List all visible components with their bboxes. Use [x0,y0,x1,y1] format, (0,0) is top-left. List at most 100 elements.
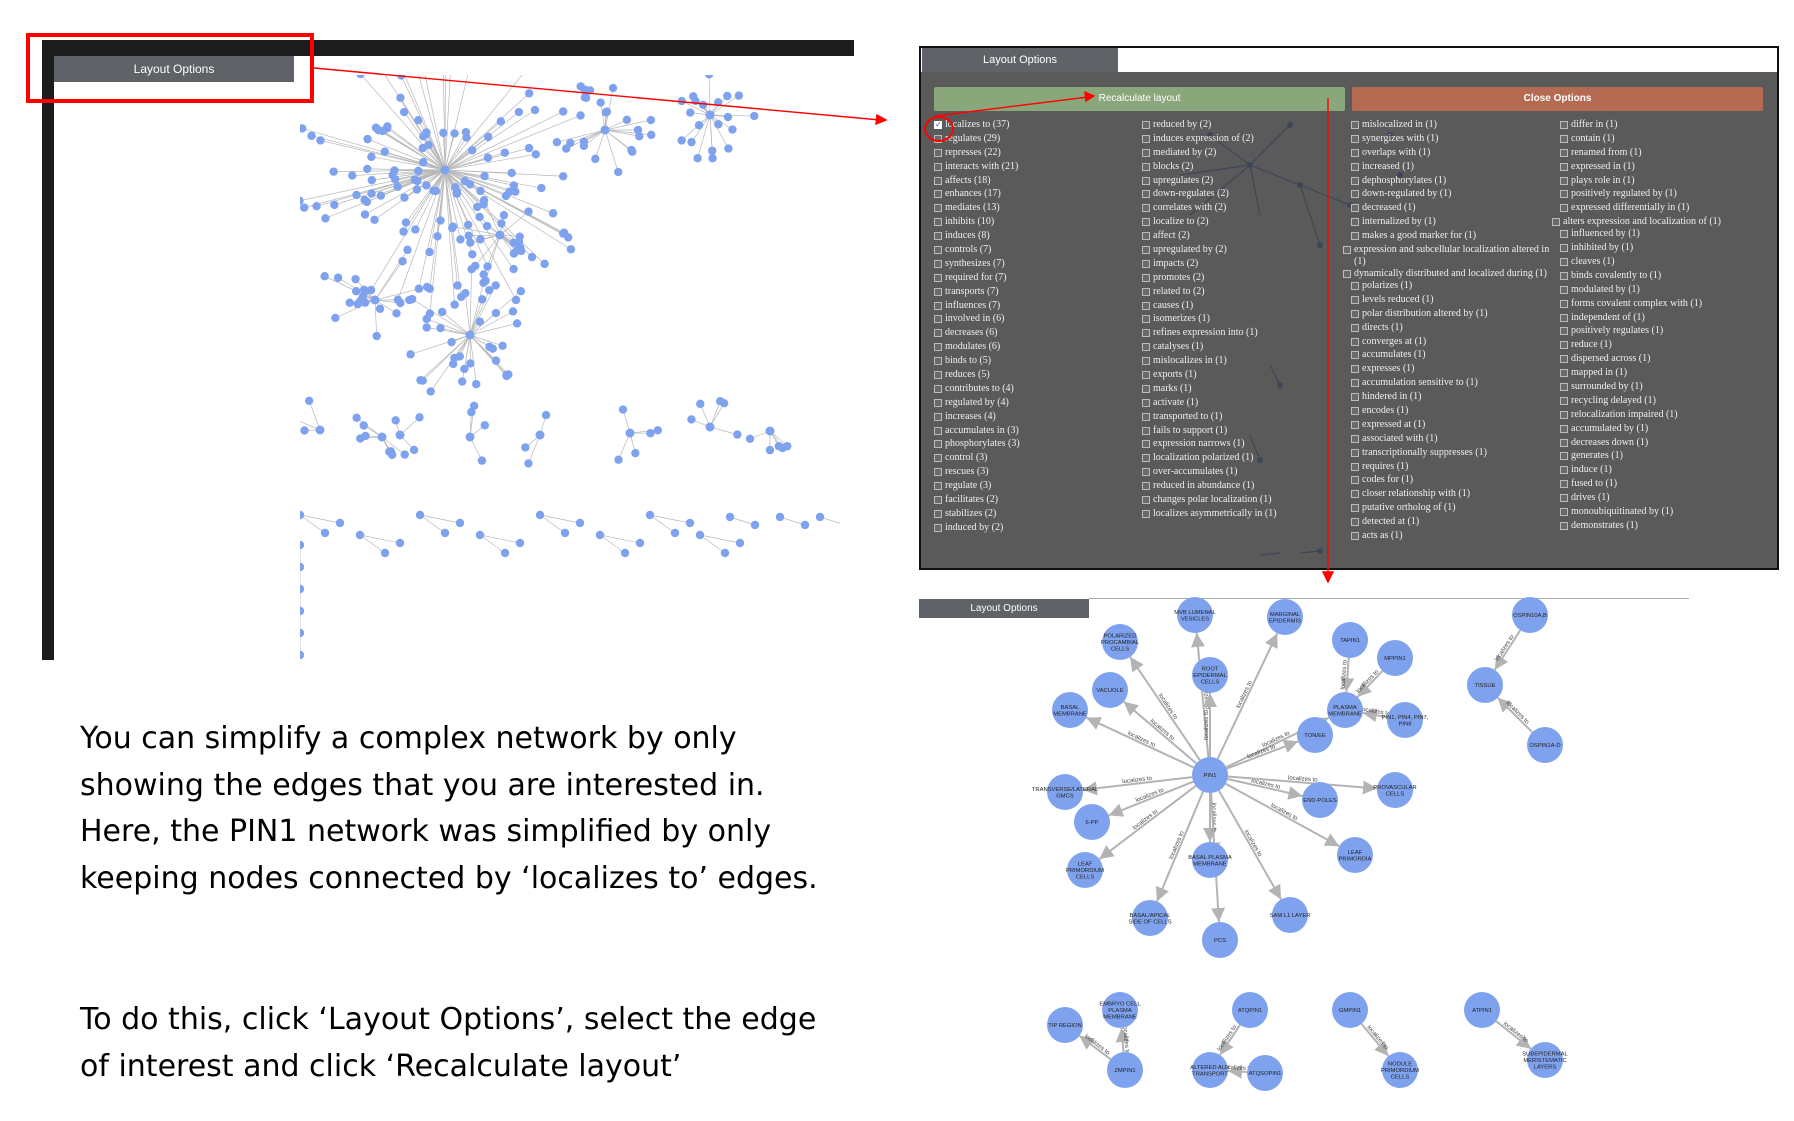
edge-type-checkbox[interactable] [934,357,942,366]
edge-type-option[interactable]: involved in (6) [934,313,1134,327]
edge-type-option[interactable]: enhances (17) [934,188,1134,202]
edge-type-checkbox[interactable] [1560,355,1568,364]
edge-type-checkbox[interactable] [1560,494,1568,503]
edge-type-checkbox[interactable] [934,301,942,310]
edge-type-option[interactable]: accumulates in (3) [934,425,1134,439]
edge-type-checkbox[interactable] [1560,369,1568,378]
edge-type-option[interactable]: demonstrates (1) [1560,520,1770,534]
edge-type-checkbox[interactable] [1552,218,1560,227]
recalculate-layout-button[interactable]: Recalculate layout [934,87,1345,111]
edge-type-option[interactable]: acts as (1) [1351,530,1551,544]
edge-type-option[interactable]: over-accumulates (1) [1142,466,1347,480]
edge-type-checkbox[interactable] [1560,121,1568,129]
edge-type-option[interactable]: isomerizes (1) [1142,313,1347,327]
edge-type-checkbox[interactable] [1560,438,1568,447]
edge-type-option[interactable]: mediated by (2) [1142,147,1347,161]
edge-type-checkbox[interactable] [934,176,942,185]
edge-type-option[interactable]: increased (1) [1351,161,1551,175]
edge-type-option[interactable]: hindered in (1) [1351,391,1551,405]
edge-type-option[interactable]: causes (1) [1142,300,1347,314]
edge-type-option[interactable]: forms covalent complex with (1) [1560,298,1770,312]
edge-type-option[interactable]: changes polar localization (1) [1142,494,1347,508]
edge-type-option[interactable]: marks (1) [1142,383,1347,397]
edge-type-option[interactable]: induces expression of (2) [1142,133,1347,147]
edge-type-option[interactable]: refines expression into (1) [1142,327,1347,341]
edge-type-checkbox[interactable] [934,148,942,157]
edge-type-option[interactable]: differ in (1) [1560,119,1770,133]
edge-type-option[interactable]: mapped in (1) [1560,367,1770,381]
edge-type-checkbox[interactable] [1351,365,1359,374]
edge-type-option[interactable]: cleaves (1) [1560,256,1770,270]
edge-type-option[interactable]: expressed at (1) [1351,419,1551,433]
edge-type-checkbox[interactable] [1351,148,1359,157]
edge-type-checkbox[interactable] [1142,232,1150,241]
edge-type-checkbox[interactable] [1351,448,1359,457]
edge-type-option[interactable]: reduce (1) [1560,339,1770,353]
result-layout-options-tab[interactable]: Layout Options [919,599,1089,618]
edge-type-option[interactable]: detected at (1) [1351,516,1551,530]
edge-type-option[interactable]: accumulates (1) [1351,349,1551,363]
edge-type-option[interactable]: inhibited by (1) [1560,242,1770,256]
edge-type-checkbox[interactable] [1351,379,1359,388]
edge-type-option[interactable]: related to (2) [1142,286,1347,300]
node-zmpin1[interactable]: ZMPIN1 [1107,1052,1143,1088]
edge-type-option[interactable]: monoubiquitinated by (1) [1560,506,1770,520]
edge-type-option[interactable]: drives (1) [1560,492,1770,506]
edge-type-option[interactable]: exports (1) [1142,369,1347,383]
edge-type-option[interactable]: modulated by (1) [1560,284,1770,298]
edge-type-option[interactable]: fused to (1) [1560,478,1770,492]
edge-type-checkbox[interactable] [1142,121,1150,129]
edge-type-option[interactable]: represses (22) [934,147,1134,161]
edge-type-option[interactable]: decreases (6) [934,327,1134,341]
edge-type-checkbox[interactable] [1560,204,1568,213]
edge-type-option[interactable]: encodes (1) [1351,405,1551,419]
edge-type-checkbox[interactable] [934,273,942,282]
edge-type-option[interactable]: correlates with (2) [1142,202,1347,216]
edge-type-option[interactable]: mislocalized in (1) [1351,119,1551,133]
edge-type-option[interactable]: controls (7) [934,244,1134,258]
edge-type-checkbox[interactable] [1351,282,1359,291]
edge-type-option[interactable]: mislocalizes in (1) [1142,355,1347,369]
edge-type-option[interactable]: accumulated by (1) [1560,423,1770,437]
edge-type-option[interactable]: regulate (3) [934,480,1134,494]
edge-type-option[interactable]: blocks (2) [1142,161,1347,175]
node-sam-l1[interactable]: SAM L1 LAYER [1270,897,1311,933]
edge-type-checkbox[interactable] [1142,468,1150,477]
edge-type-checkbox[interactable] [1560,508,1568,517]
edge-type-checkbox[interactable] [934,204,942,213]
edge-type-option[interactable]: catalyses (1) [1142,341,1347,355]
edge-type-checkbox[interactable] [1142,218,1150,227]
edge-type-option[interactable]: internalized by (1) [1351,216,1551,230]
edge-type-checkbox[interactable] [1351,532,1359,541]
edge-type-checkbox[interactable] [1351,351,1359,360]
edge-type-checkbox[interactable] [1343,246,1351,255]
edge-type-option[interactable]: affect (2) [1142,230,1347,244]
edge-type-option[interactable]: transported to (1) [1142,411,1347,425]
edge-type-checkbox[interactable] [1560,452,1568,461]
node-atpin1[interactable]: ATPIN1 [1464,992,1500,1028]
edge-type-option[interactable]: upregulated by (2) [1142,244,1347,258]
edge-type-option[interactable]: mediates (13) [934,202,1134,216]
node-mppin1[interactable]: MPPIN1 [1377,640,1413,676]
edge-type-option[interactable]: influences (7) [934,300,1134,314]
edge-type-checkbox[interactable] [1142,371,1150,380]
edge-type-option[interactable]: codes for (1) [1351,474,1551,488]
edge-type-option[interactable]: reduced in abundance (1) [1142,480,1347,494]
edge-type-checkbox[interactable] [1351,504,1359,513]
edge-type-option[interactable]: converges at (1) [1351,336,1551,350]
node-pin-group[interactable]: PIN1, PIN4, PIN7,PIN8 [1382,702,1429,738]
edge-type-option[interactable]: binds covalently to (1) [1560,270,1770,284]
edge-type-checkbox[interactable] [1351,218,1359,227]
edge-type-checkbox[interactable] [1351,190,1359,199]
edge-type-checkbox[interactable] [934,315,942,324]
edge-type-checkbox[interactable] [1142,315,1150,324]
edge-type-checkbox[interactable] [1142,412,1150,421]
edge-type-checkbox[interactable] [1351,204,1359,213]
